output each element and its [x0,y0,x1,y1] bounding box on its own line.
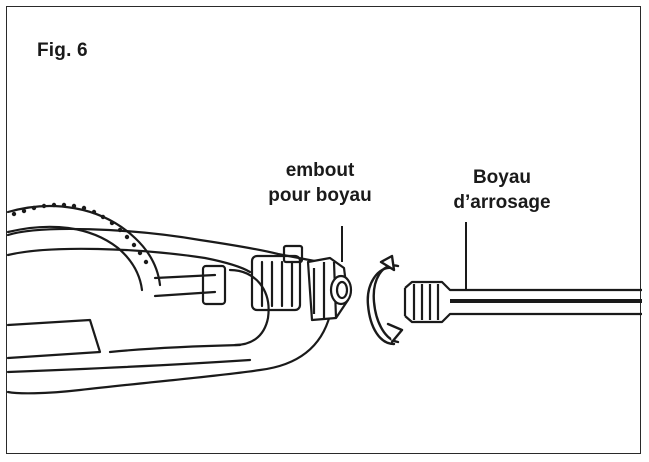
callout-garden-hose-line2: d’arrosage [453,192,551,213]
garden-hose-icon [403,222,642,324]
hose-connector-icon [306,226,353,322]
rotate-arrow-icon [366,254,404,346]
callout-hose-endpiece: embout pour boyau [250,158,390,208]
callout-garden-hose: Boyau d’arrosage [432,165,572,215]
oscillating-sprinkler-icon [6,204,334,395]
callout-hose-endpiece-line2: pour boyau [268,185,372,206]
figure-label: Fig. 6 [37,40,88,61]
callout-garden-hose-line1: Boyau [472,167,532,188]
spray-tube-perforations [11,202,149,265]
callout-hose-endpiece-line1: embout [285,160,355,181]
